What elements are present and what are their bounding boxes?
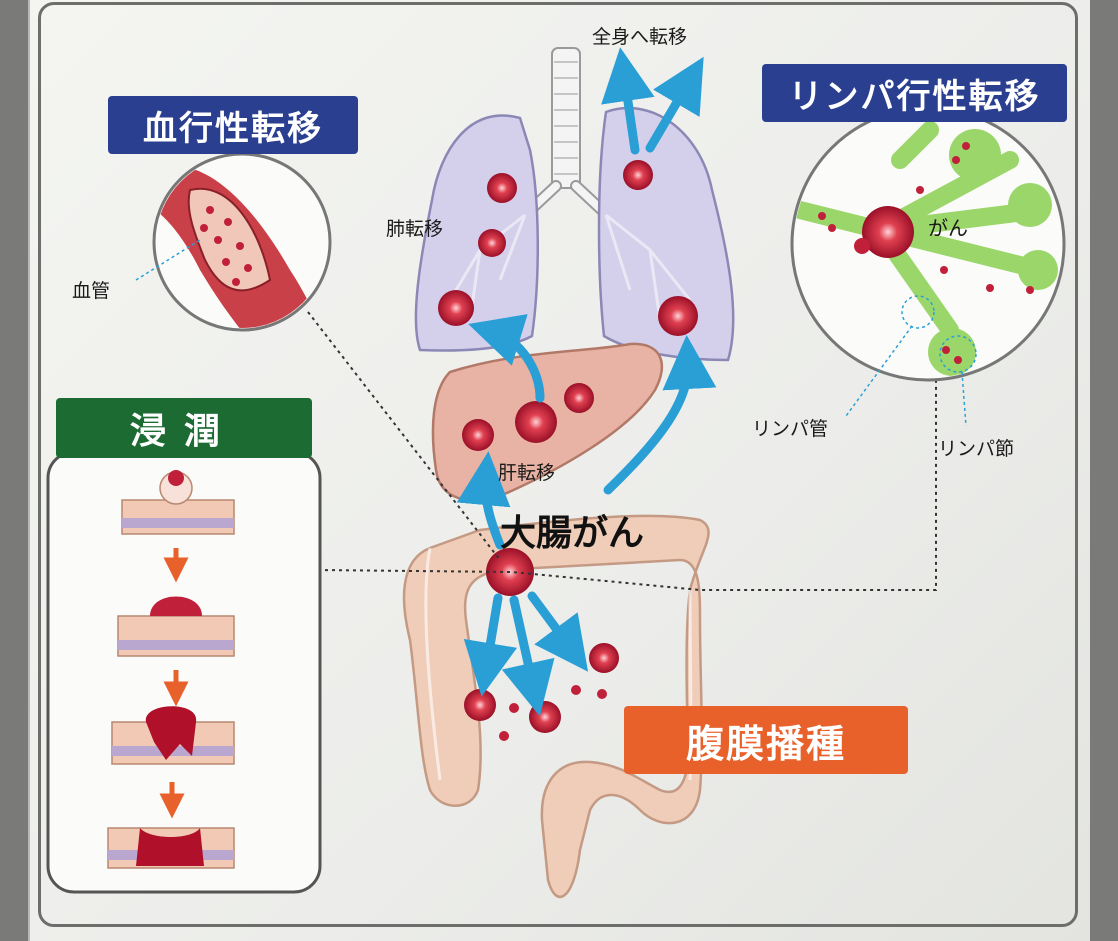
label-lymph-duct: リンパ管 xyxy=(752,414,828,441)
trachea xyxy=(526,48,606,214)
badge-peritoneal-dissemination: 腹膜播種 xyxy=(624,706,908,774)
badge-invasion: 浸潤 xyxy=(56,398,312,458)
label-blood-vessel: 血管 xyxy=(72,276,110,303)
label-cancer: がん xyxy=(928,212,968,241)
vessel-inset xyxy=(136,154,340,380)
invasion-stage-4 xyxy=(108,828,234,868)
label-colorectal-cancer: 大腸がん xyxy=(500,504,644,556)
badge-lymphatic-metastasis: リンパ行性転移 xyxy=(762,64,1067,122)
label-lung-metastasis: 肺転移 xyxy=(386,214,443,241)
badge-hematogenous-metastasis: 血行性転移 xyxy=(108,96,358,154)
label-lymph-node: リンパ節 xyxy=(938,434,1014,461)
label-whole-body-metastasis: 全身へ転移 xyxy=(592,22,687,49)
label-liver-metastasis: 肝転移 xyxy=(498,458,555,485)
invasion-panel xyxy=(48,452,320,892)
lymph-inset xyxy=(792,108,1064,426)
